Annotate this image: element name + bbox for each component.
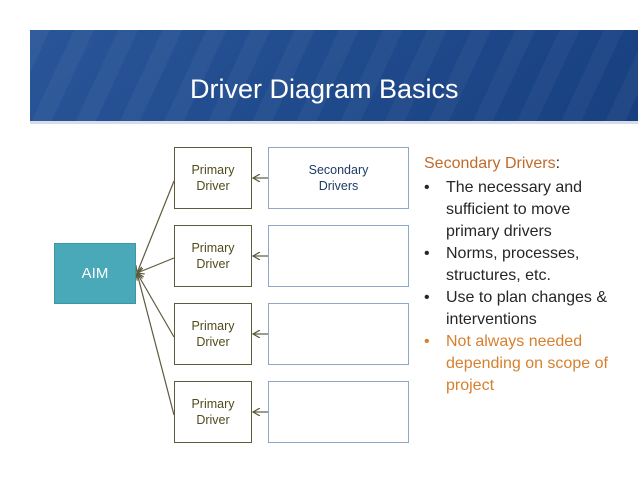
bullet-dot-icon: • xyxy=(424,333,430,350)
arrow-primary-1-to-aim xyxy=(137,180,175,273)
bullet-dot-icon: • xyxy=(424,179,430,196)
secondary-driver-box: Secondary Drivers xyxy=(268,147,409,209)
banner-pattern xyxy=(30,30,638,121)
panel-heading: Secondary Drivers: xyxy=(424,153,624,175)
bullet-text: Norms, processes, structures, etc. xyxy=(446,245,580,284)
bullet-dot-icon: • xyxy=(424,245,430,262)
primary-driver-box: Primary Driver xyxy=(174,225,252,287)
aim-box: AIM xyxy=(54,243,136,304)
secondary-driver-box xyxy=(268,303,409,365)
panel-heading-colon: : xyxy=(555,155,561,172)
slide-title: Driver Diagram Basics xyxy=(190,74,459,104)
bullet-item: • The necessary and sufficient to move pr… xyxy=(424,177,624,243)
primary-driver-label: Primary Driver xyxy=(191,397,235,427)
bullet-item: • Norms, processes, structures, etc. xyxy=(424,243,624,287)
primary-driver-box: Primary Driver xyxy=(174,147,252,209)
bullet-item: • Use to plan changes & interventions xyxy=(424,287,624,331)
primary-driver-label: Primary Driver xyxy=(191,319,235,349)
primary-driver-label: Primary Driver xyxy=(191,241,235,271)
bullet-text: Not always needed depending on scope of … xyxy=(446,333,608,394)
primary-driver-box: Primary Driver xyxy=(174,381,252,443)
bullet-dot-icon: • xyxy=(424,289,430,306)
arrow-primary-3-to-aim xyxy=(137,273,175,338)
bullet-list: • The necessary and sufficient to move pr… xyxy=(424,177,624,397)
arrow-primary-4-to-aim xyxy=(137,273,175,416)
title-banner xyxy=(30,30,638,121)
secondary-driver-label: Secondary Drivers xyxy=(308,163,369,193)
primary-driver-box: Primary Driver xyxy=(174,303,252,365)
arrow-primary-2-to-aim xyxy=(137,257,175,273)
bullet-text: Use to plan changes & interventions xyxy=(446,289,607,328)
secondary-driver-box xyxy=(268,225,409,287)
banner-divider xyxy=(30,121,638,124)
bullet-item-highlight: • Not always needed depending on scope of… xyxy=(424,331,624,397)
primary-driver-label: Primary Driver xyxy=(191,163,235,193)
bullet-text: The necessary and sufficient to move pri… xyxy=(446,179,583,240)
panel-heading-text: Secondary Drivers xyxy=(424,155,556,172)
explanation-panel: Secondary Drivers: • The necessary and su… xyxy=(424,153,624,397)
secondary-driver-box xyxy=(268,381,409,443)
